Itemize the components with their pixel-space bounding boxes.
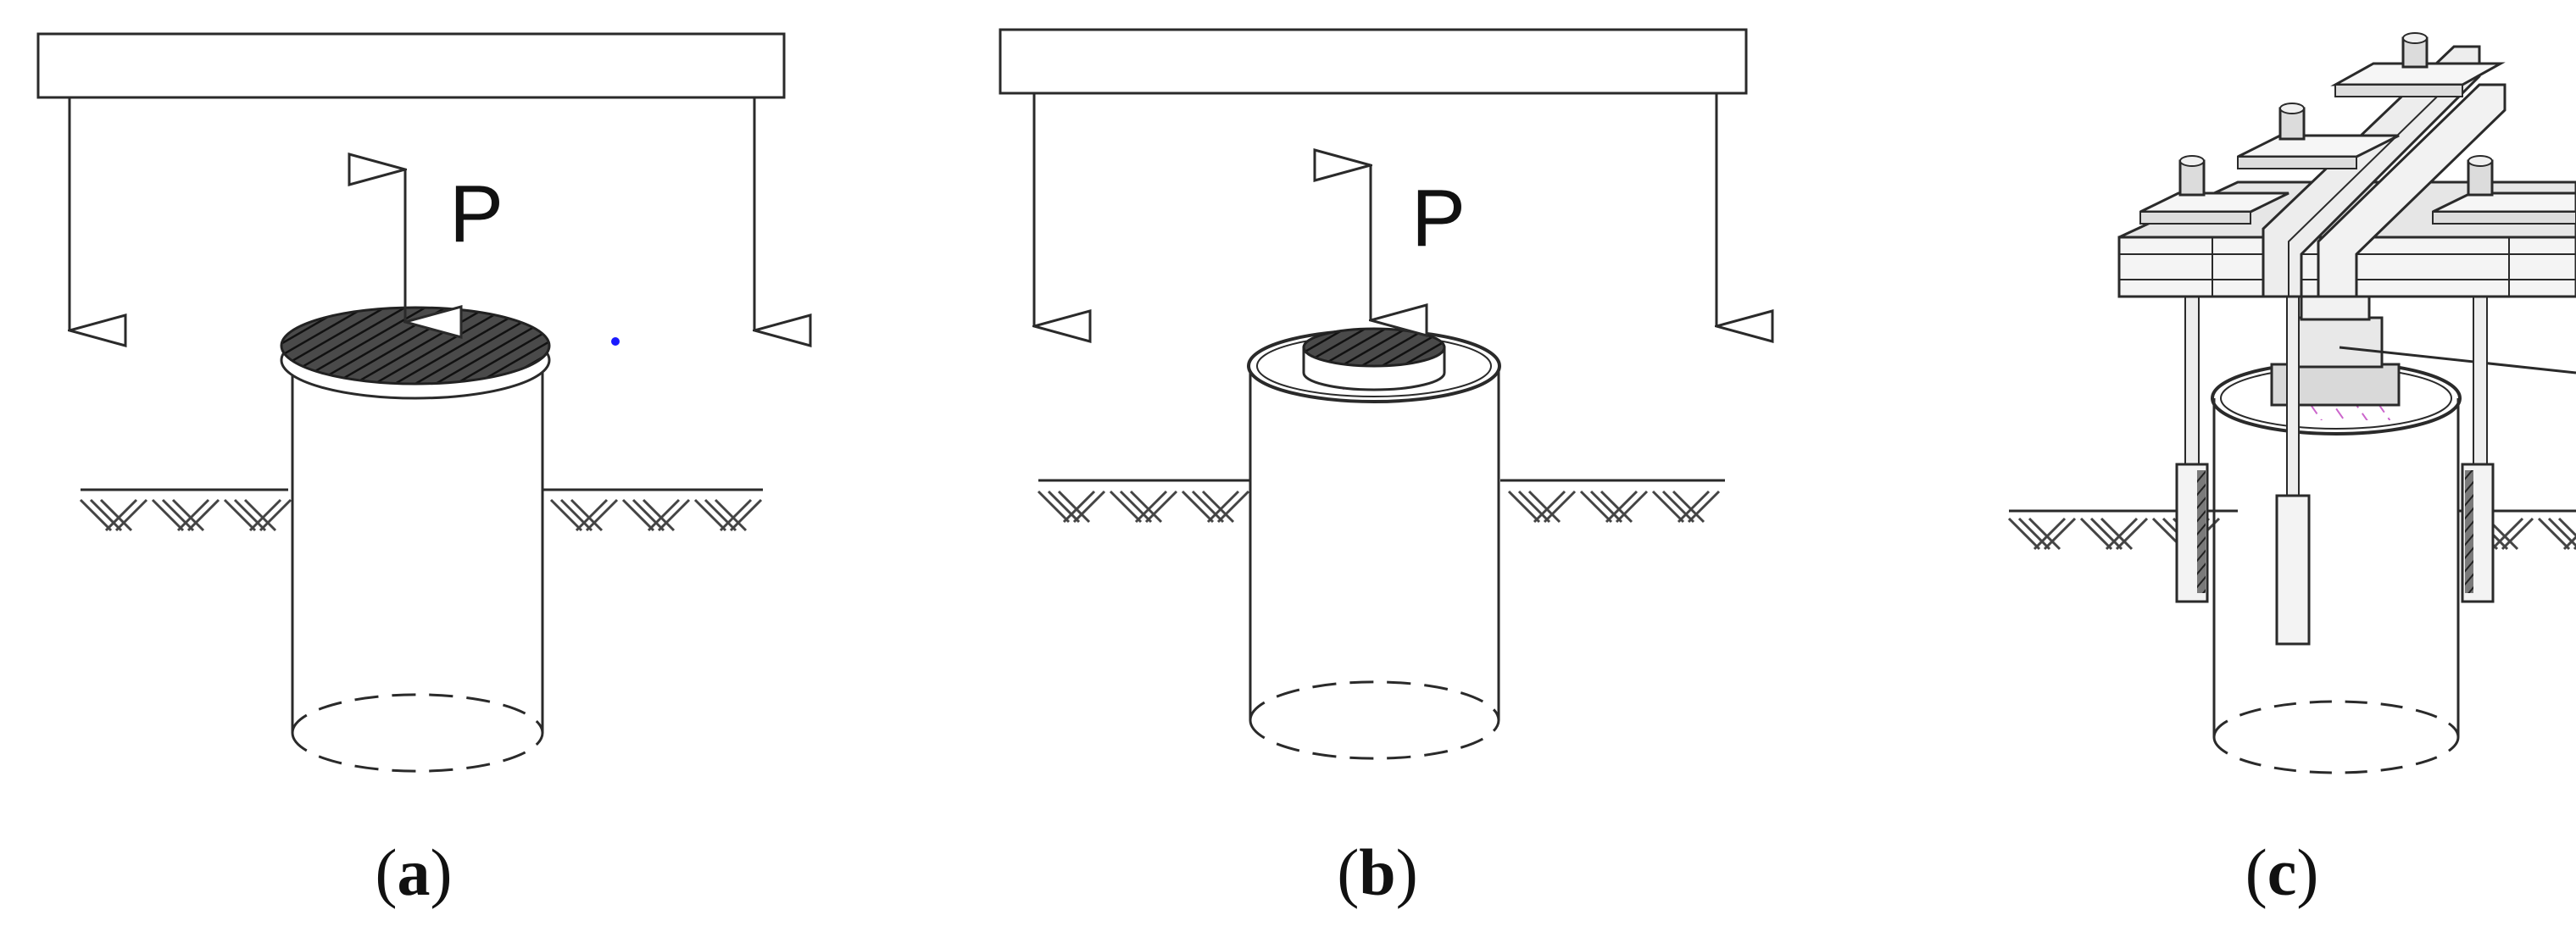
anchor-rod-center bbox=[2275, 279, 2311, 646]
reaction-beam bbox=[999, 28, 1748, 95]
anchor-rod-right bbox=[2461, 296, 2495, 603]
pile-shaft bbox=[2211, 361, 2462, 774]
pile-shaft bbox=[1247, 329, 1501, 760]
panel-a: P bbox=[36, 32, 786, 773]
cross-plate-top bbox=[2330, 32, 2506, 97]
panel-b: P bbox=[999, 28, 1748, 760]
loading-plate bbox=[280, 306, 551, 400]
marker-dot bbox=[611, 337, 620, 346]
panel-c bbox=[2007, 32, 2576, 774]
pile-shaft bbox=[291, 356, 544, 773]
ground-surface bbox=[1037, 479, 1725, 524]
cross-plate-left bbox=[2139, 155, 2289, 225]
cross-plate-middle bbox=[2237, 103, 2400, 169]
soil-hatch bbox=[79, 498, 763, 532]
anchor-rod-left bbox=[2175, 296, 2209, 603]
loading-plate bbox=[1302, 327, 1446, 391]
cross-plate-right bbox=[2432, 155, 2576, 225]
soil-hatch bbox=[1037, 490, 1721, 524]
caption-b: (b) bbox=[1337, 835, 1418, 909]
leader-line bbox=[2339, 346, 2576, 374]
ground-surface bbox=[79, 488, 763, 532]
load-label: P bbox=[1411, 173, 1466, 264]
reaction-beam bbox=[36, 32, 786, 99]
caption-a: (a) bbox=[375, 835, 453, 909]
load-label: P bbox=[449, 169, 504, 259]
caption-c: (c) bbox=[2245, 835, 2319, 909]
